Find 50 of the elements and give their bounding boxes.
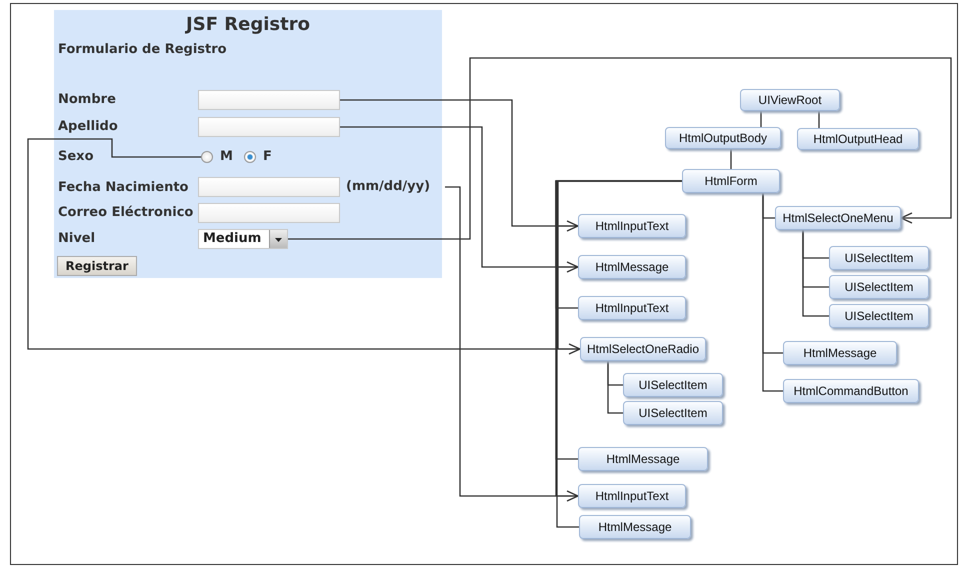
field-label: Nombre bbox=[58, 92, 116, 108]
field-label: Nivel bbox=[58, 231, 96, 247]
connector-line bbox=[607, 361, 623, 414]
field-label: Fecha Nacimiento bbox=[58, 180, 188, 196]
radio-option-label: F bbox=[263, 149, 272, 165]
radio-option-label: M bbox=[220, 149, 233, 165]
component-box: HtmlMessage bbox=[578, 447, 708, 471]
component-box: HtmlForm bbox=[682, 169, 780, 193]
component-box: UISelectItem bbox=[829, 275, 929, 299]
component-box: UISelectItem bbox=[829, 246, 929, 270]
submit-button: Registrar bbox=[57, 256, 137, 276]
component-box: HtmlMessage bbox=[578, 255, 686, 279]
dropdown-select: Medium bbox=[198, 229, 288, 249]
connector-line bbox=[730, 149, 732, 169]
component-box: HtmlMessage bbox=[783, 341, 897, 365]
component-box: HtmlSelectOneMenu bbox=[775, 206, 901, 230]
arrow bbox=[340, 99, 579, 232]
arrow bbox=[445, 186, 579, 502]
form-subtitle: Formulario de Registro bbox=[58, 42, 227, 58]
connector-line bbox=[802, 230, 829, 317]
field-label: Correo Eléctronico bbox=[58, 205, 194, 221]
field-label: Sexo bbox=[58, 149, 94, 165]
connector-line bbox=[818, 111, 820, 128]
radio-button bbox=[201, 151, 213, 163]
component-box: UIViewRoot bbox=[740, 89, 840, 111]
component-box: UISelectItem bbox=[623, 373, 723, 397]
component-box: HtmlInputText bbox=[578, 296, 686, 320]
radio-button bbox=[244, 151, 256, 163]
arrow bbox=[288, 57, 952, 240]
arrow bbox=[340, 126, 579, 273]
connector-line bbox=[762, 193, 783, 392]
component-box: HtmlOutputHead bbox=[797, 128, 919, 150]
form-panel bbox=[54, 10, 442, 278]
component-box: HtmlMessage bbox=[579, 515, 691, 539]
component-box: HtmlSelectOneRadio bbox=[580, 337, 706, 361]
text-input-field bbox=[198, 90, 340, 110]
text-input-field bbox=[198, 203, 340, 223]
component-box: UISelectItem bbox=[623, 401, 723, 425]
component-box: HtmlInputText bbox=[578, 214, 686, 238]
component-box: HtmlOutputBody bbox=[665, 127, 781, 149]
field-label: Apellido bbox=[58, 119, 118, 135]
component-box: HtmlCommandButton bbox=[783, 379, 919, 403]
date-format-hint: (mm/dd/yy) bbox=[346, 179, 430, 195]
component-box: UISelectItem bbox=[829, 304, 929, 328]
arrow bbox=[27, 138, 581, 355]
form-title: JSF Registro bbox=[184, 14, 311, 36]
text-input-field bbox=[198, 117, 340, 137]
component-box: HtmlInputText bbox=[578, 484, 686, 508]
text-input-field bbox=[198, 177, 340, 197]
connector-line bbox=[760, 111, 762, 127]
